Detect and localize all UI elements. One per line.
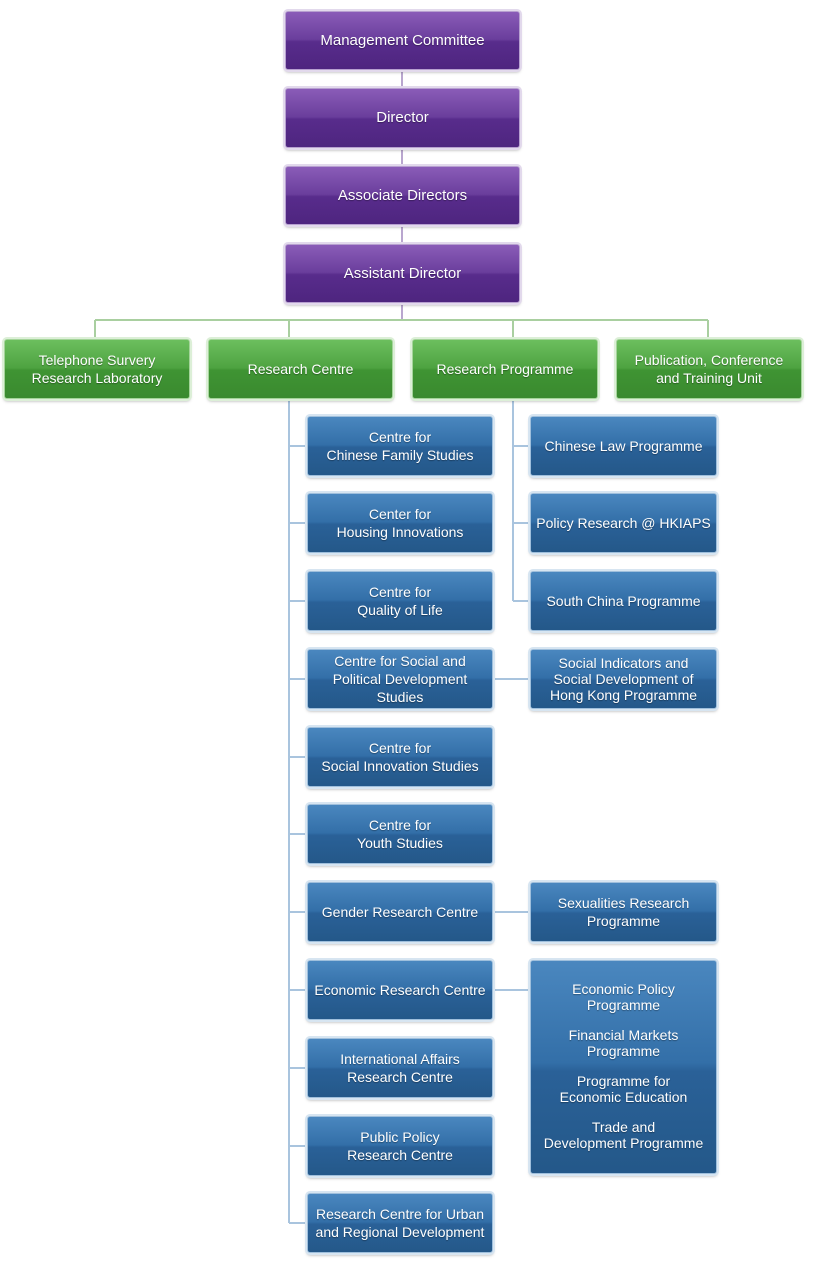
assistant-director-label: Assistant Director <box>343 264 462 282</box>
centre-international-label: International Affairs Research Centre <box>340 1051 460 1085</box>
centre-social-political-box: Centre for Social and Political Developm… <box>307 649 493 709</box>
centre-quality-of-life-label: Centre for Quality of Life <box>357 584 443 618</box>
programme-trade-development-label: Trade and Development Programme <box>543 1119 704 1151</box>
research-centre-box: Research Centre <box>208 339 393 399</box>
programme-social-indicators-box: Social Indicators and Social Development… <box>530 649 717 709</box>
research-programme-label: Research Programme <box>436 361 574 377</box>
programme-policy-research-box: Policy Research @ HKIAPS <box>530 493 717 553</box>
centre-social-innovation-label: Centre for Social Innovation Studies <box>321 740 479 774</box>
programme-social-indicators-label: Social Indicators and Social Development… <box>549 655 698 703</box>
assistant-director-box: Assistant Director <box>285 244 520 303</box>
associate-directors-box: Associate Directors <box>285 166 520 225</box>
unit-connectors <box>94 319 709 339</box>
programme-policy-research-label: Policy Research @ HKIAPS <box>536 515 711 531</box>
associate-directors-label: Associate Directors <box>337 186 468 204</box>
programme-economic-education-label: Programme for Economic Education <box>559 1073 688 1105</box>
research-programme-box: Research Programme <box>412 339 598 399</box>
economic-programmes-box: Economic Policy Programme Financial Mark… <box>530 960 717 1174</box>
director-box: Director <box>285 88 520 148</box>
research-centre-label: Research Centre <box>247 361 354 377</box>
telephone-survey-lab-box: Telephone Survery Research Laboratory <box>4 339 190 399</box>
management-committee-label: Management Committee <box>320 31 485 49</box>
management-committee-box: Management Committee <box>285 11 520 70</box>
telephone-survey-lab-label: Telephone Survery Research Laboratory <box>31 352 163 386</box>
programme-chinese-law-label: Chinese Law Programme <box>544 438 703 454</box>
publication-unit-label: Publication, Conference and Training Uni… <box>634 352 784 386</box>
programme-connectors <box>494 399 530 991</box>
centre-economic-label: Economic Research Centre <box>314 982 486 998</box>
centre-youth-box: Centre for Youth Studies <box>307 804 493 864</box>
centre-economic-box: Economic Research Centre <box>307 960 493 1020</box>
centre-connectors <box>288 399 307 1224</box>
programme-sexualities-label: Sexualities Research Programme <box>557 895 690 929</box>
centre-urban-regional-box: Research Centre for Urban and Regional D… <box>307 1193 493 1253</box>
centre-housing-label: Center for Housing Innovations <box>336 506 464 540</box>
centre-public-policy-box: Public Policy Research Centre <box>307 1116 493 1176</box>
centre-chinese-family-label: Centre for Chinese Family Studies <box>326 429 474 463</box>
centre-urban-regional-label: Research Centre for Urban and Regional D… <box>315 1206 485 1240</box>
programme-south-china-label: South China Programme <box>546 593 701 609</box>
centre-chinese-family-box: Centre for Chinese Family Studies <box>307 416 493 476</box>
programme-sexualities-box: Sexualities Research Programme <box>530 882 717 942</box>
centre-housing-box: Center for Housing Innovations <box>307 493 493 553</box>
programme-financial-markets-label: Financial Markets Programme <box>568 1027 679 1059</box>
director-label: Director <box>376 109 429 126</box>
centre-gender-box: Gender Research Centre <box>307 882 493 942</box>
centre-gender-label: Gender Research Centre <box>321 904 479 920</box>
programme-south-china-box: South China Programme <box>530 571 717 631</box>
publication-unit-box: Publication, Conference and Training Uni… <box>616 339 802 399</box>
programme-economic-policy-label: Economic Policy Programme <box>572 981 675 1013</box>
centre-social-innovation-box: Centre for Social Innovation Studies <box>307 727 493 787</box>
centre-youth-label: Centre for Youth Studies <box>357 817 443 851</box>
programme-chinese-law-box: Chinese Law Programme <box>530 416 717 476</box>
centre-quality-of-life-box: Centre for Quality of Life <box>307 571 493 631</box>
centre-social-political-label: Centre for Social and Political Developm… <box>332 653 468 705</box>
centre-public-policy-label: Public Policy Research Centre <box>347 1129 453 1163</box>
centre-international-box: International Affairs Research Centre <box>307 1038 493 1098</box>
